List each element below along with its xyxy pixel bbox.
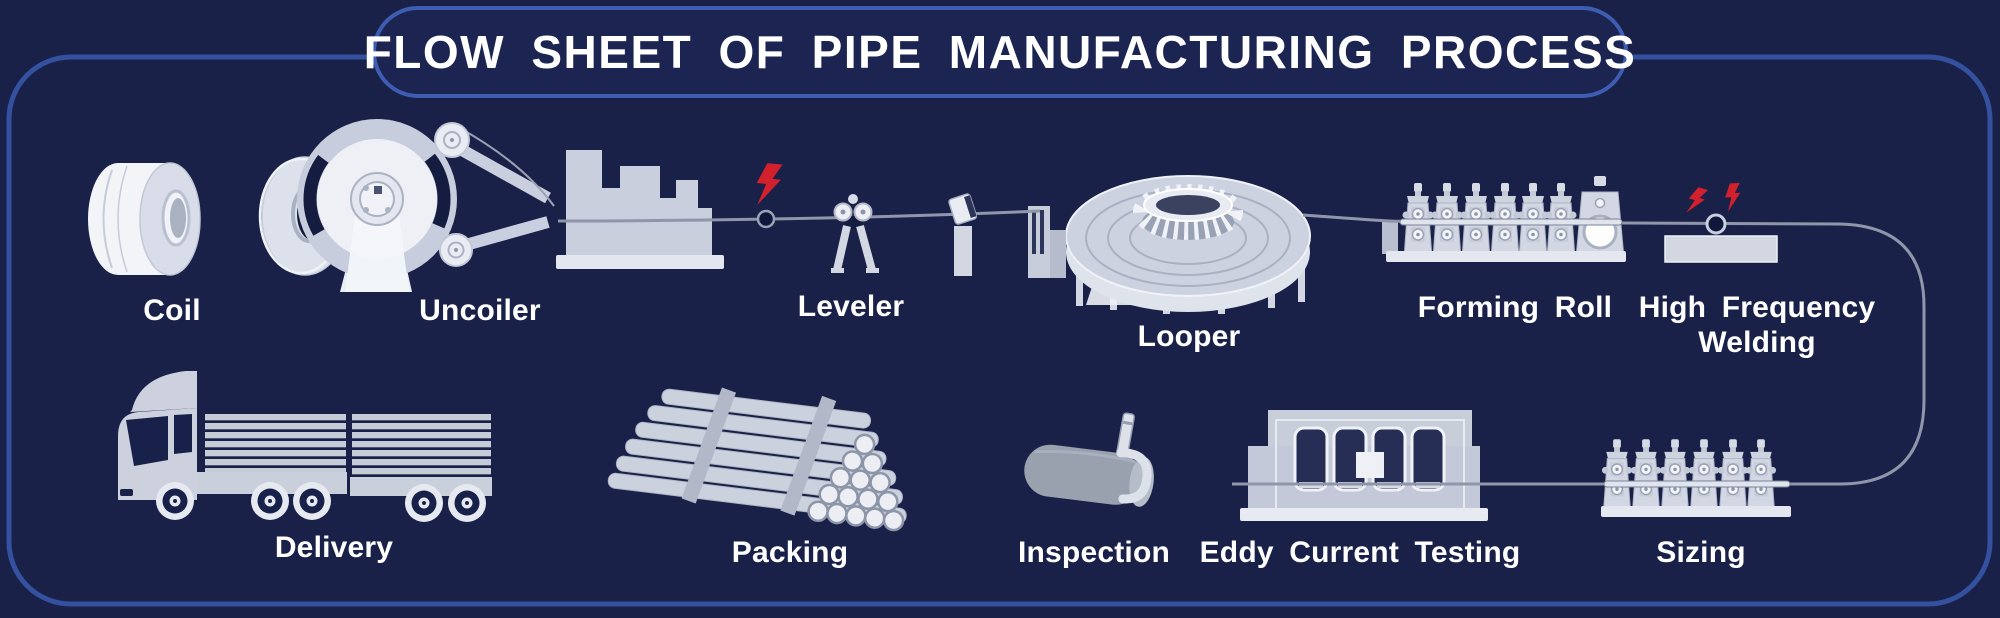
stage-label-inspection: Inspection [1017,536,1171,569]
stage-label-delivery: Delivery [274,531,394,564]
stage-label-forming-roll: Forming Roll [1417,291,1613,324]
stage-label-sizing: Sizing [1656,536,1746,569]
eddy-current-testing-icon [1240,410,1488,521]
stage-label-high-frequency-welding: High Frequency Welding [1638,291,1876,359]
strip-band-sizing [1603,480,1791,488]
inspection-icon [1024,412,1154,507]
mill-machine-icon [556,150,724,269]
stage-label-coil: Coil [143,294,201,327]
leveler-icon [831,194,879,273]
stage-label-uncoiler: Uncoiler [419,294,541,327]
stage-label-eddy-current-testing: Eddy Current Testing [1199,536,1521,569]
title-banner: FLOW SHEET OF PIPE MANUFACTURING PROCESS [364,6,1635,98]
stage-label-packing: Packing [731,536,849,569]
delivery-truck-icon [118,371,492,522]
sizing-icon [1601,438,1791,517]
looper-icon [1028,175,1311,314]
strip-band-forming [1399,218,1623,226]
page-title: FLOW SHEET OF PIPE MANUFACTURING PROCESS [363,26,1637,78]
electric-spark-icon [754,162,783,229]
high-frequency-welding-icon [1664,182,1778,263]
uncoiler-icon [297,119,555,292]
stage-label-leveler: Leveler [797,290,905,323]
stage-label-looper: Looper [1137,320,1241,353]
packing-icon [607,387,907,532]
guide-roll-icon [948,193,978,276]
